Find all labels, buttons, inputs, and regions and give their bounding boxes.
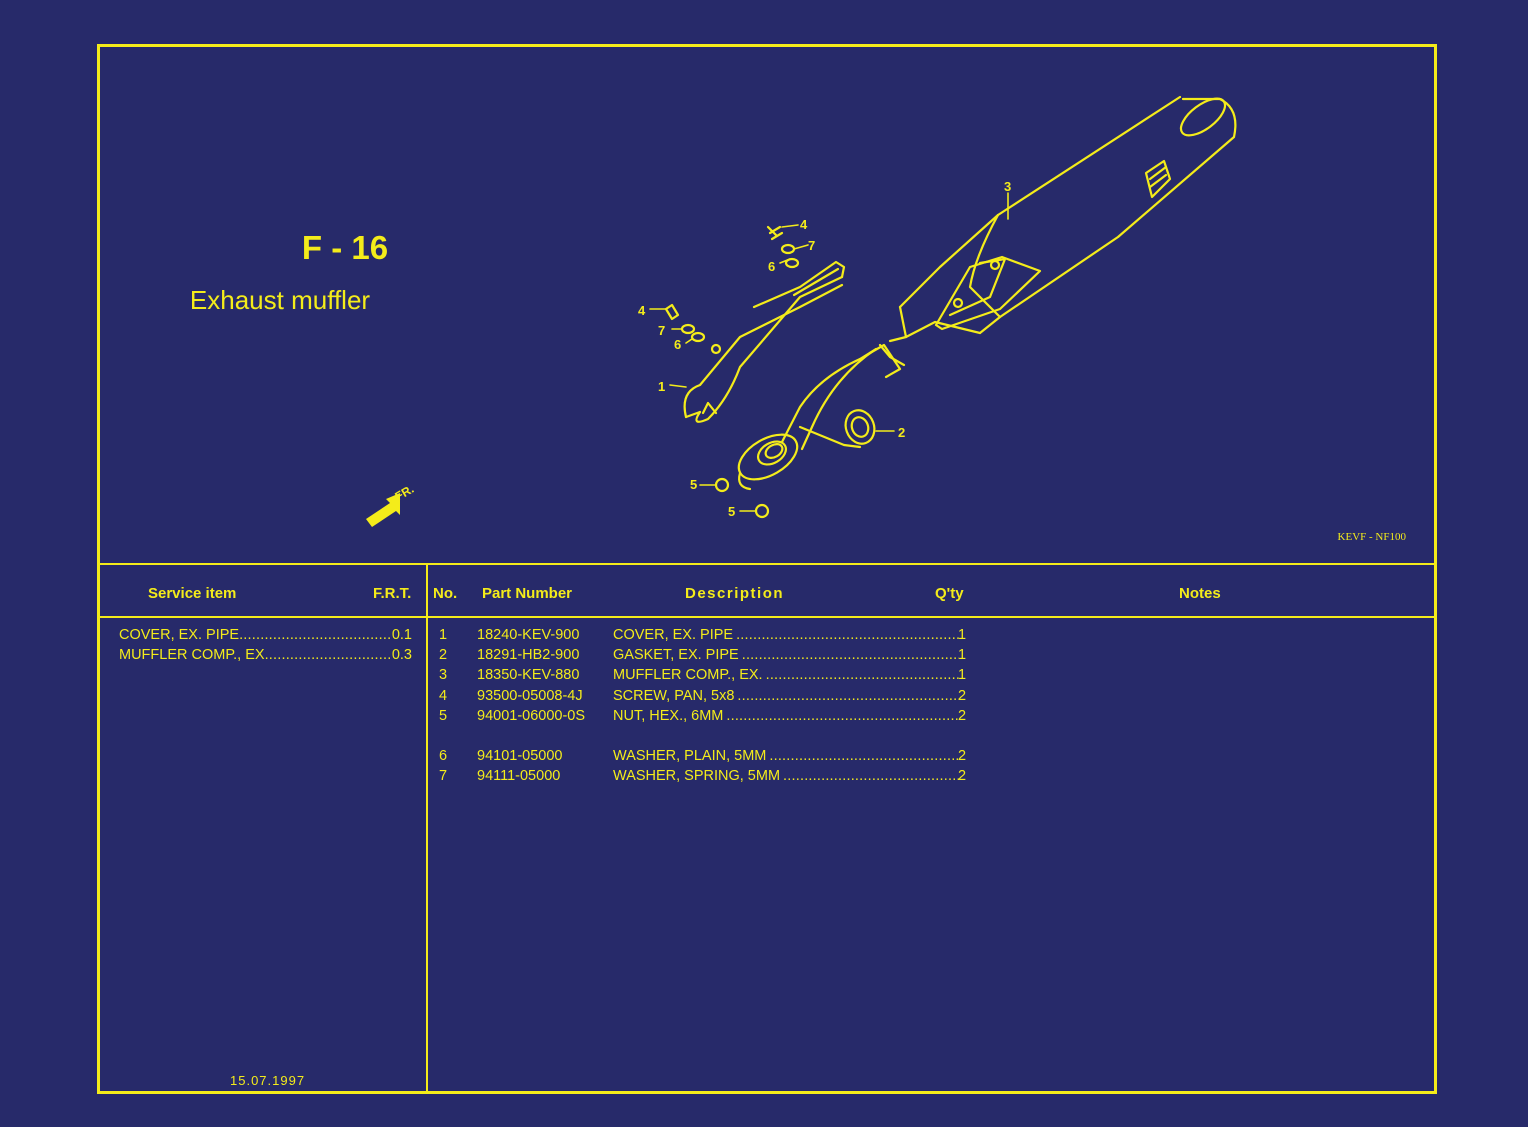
no-header: No. — [433, 585, 458, 602]
part-no: 6 — [438, 748, 448, 764]
service-item-name: MUFFLER COMP., EX — [119, 647, 265, 663]
qty-header: Q'ty — [935, 585, 964, 602]
part-no: 4 — [438, 688, 448, 704]
reference-code: KEVF - NF100 — [1337, 531, 1406, 543]
part-number: 18291-HB2-900 — [477, 647, 580, 663]
leader-dots — [737, 688, 959, 704]
part-description: WASHER, SPRING, 5MM — [613, 768, 959, 784]
issue-date: 15.07.1997 — [230, 1073, 306, 1088]
part-description-text: WASHER, SPRING, 5MM — [613, 768, 781, 784]
exploded-diagram: 4 7 6 4 7 6 1 2 3 5 5 FR. — [366, 95, 1237, 527]
notes-header: Notes — [1179, 585, 1221, 602]
part-no: 3 — [438, 667, 448, 683]
parts-sheet-frame: F - 16 Exhaust muffler — [97, 44, 1437, 1094]
part-qty: 1 — [957, 667, 967, 683]
part-description: MUFFLER COMP., EX. — [613, 667, 959, 683]
callout-label: 2 — [898, 425, 905, 440]
leader-dots — [766, 667, 959, 683]
leader-dots — [783, 768, 959, 784]
part-description-text: SCREW, PAN, 5x8 — [613, 688, 735, 704]
service-item-frt: 0.1 — [391, 627, 412, 643]
description-header: Description — [685, 585, 785, 602]
callout-label: 5 — [728, 504, 735, 519]
leader-dots — [726, 708, 959, 724]
page-code: F - 16 — [301, 229, 389, 266]
leader-dots — [239, 627, 392, 647]
part-qty: 1 — [957, 627, 967, 643]
callout-label: 1 — [658, 379, 665, 394]
callout-label: 4 — [638, 303, 646, 318]
table-top-rule — [100, 563, 1434, 565]
callout-numbers: 4 7 6 4 7 6 1 2 3 5 5 — [638, 179, 1011, 519]
callout-label: 3 — [1004, 179, 1011, 194]
part-description-text: WASHER, PLAIN, 5MM — [613, 748, 767, 764]
part-description-text: GASKET, EX. PIPE — [613, 647, 739, 663]
part-qty: 2 — [957, 708, 967, 724]
part-number: 93500-05008-4J — [477, 688, 583, 704]
leader-dots — [265, 647, 392, 667]
part-qty: 1 — [957, 647, 967, 663]
part-description: COVER, EX. PIPE — [613, 627, 959, 643]
part-number: 18240-KEV-900 — [477, 627, 580, 643]
part-description: GASKET, EX. PIPE — [613, 647, 959, 663]
callout-label: 4 — [800, 217, 808, 232]
front-arrow-icon: FR. — [366, 482, 416, 527]
callout-label: 7 — [658, 323, 665, 338]
leader-dots — [742, 647, 959, 663]
muffler-drawing — [683, 95, 1237, 491]
part-number-header: Part Number — [482, 585, 573, 602]
callout-label: 5 — [690, 477, 697, 492]
part-no: 7 — [438, 768, 448, 784]
part-description-text: MUFFLER COMP., EX. — [613, 667, 763, 683]
leader-dots — [769, 748, 959, 764]
callout-label: 6 — [674, 337, 681, 352]
part-description: SCREW, PAN, 5x8 — [613, 688, 959, 704]
part-number: 94101-05000 — [477, 748, 563, 764]
leader-lines — [649, 192, 1009, 512]
part-number: 94111-05000 — [477, 768, 561, 784]
part-no: 1 — [438, 627, 448, 643]
header-bottom-rule — [100, 616, 1434, 618]
part-description: NUT, HEX., 6MM — [613, 708, 959, 724]
service-item-name: COVER, EX. PIPE — [119, 627, 240, 643]
callout-label: 6 — [768, 259, 775, 274]
part-number: 94001-06000-0S — [477, 708, 586, 724]
part-description-text: COVER, EX. PIPE — [613, 627, 734, 643]
part-qty: 2 — [957, 768, 967, 784]
leader-dots — [736, 627, 959, 643]
frt-header: F.R.T. — [373, 585, 412, 602]
callout-label: 7 — [808, 238, 815, 253]
part-qty: 2 — [957, 748, 967, 764]
part-no: 2 — [438, 647, 448, 663]
service-item-header: Service item — [148, 585, 237, 602]
hardware-drawing — [664, 225, 800, 519]
part-qty: 2 — [957, 688, 967, 704]
page-title: Exhaust muffler — [189, 285, 371, 315]
part-no: 5 — [438, 708, 448, 724]
part-description-text: NUT, HEX., 6MM — [613, 708, 724, 724]
part-description: WASHER, PLAIN, 5MM — [613, 748, 959, 764]
service-item-frt: 0.3 — [391, 647, 412, 663]
part-number: 18350-KEV-880 — [477, 667, 580, 683]
service-item-row: COVER, EX. PIPE 0.1 — [119, 627, 412, 647]
column-divider — [426, 563, 428, 1091]
service-item-row: MUFFLER COMP., EX 0.3 — [119, 647, 412, 667]
